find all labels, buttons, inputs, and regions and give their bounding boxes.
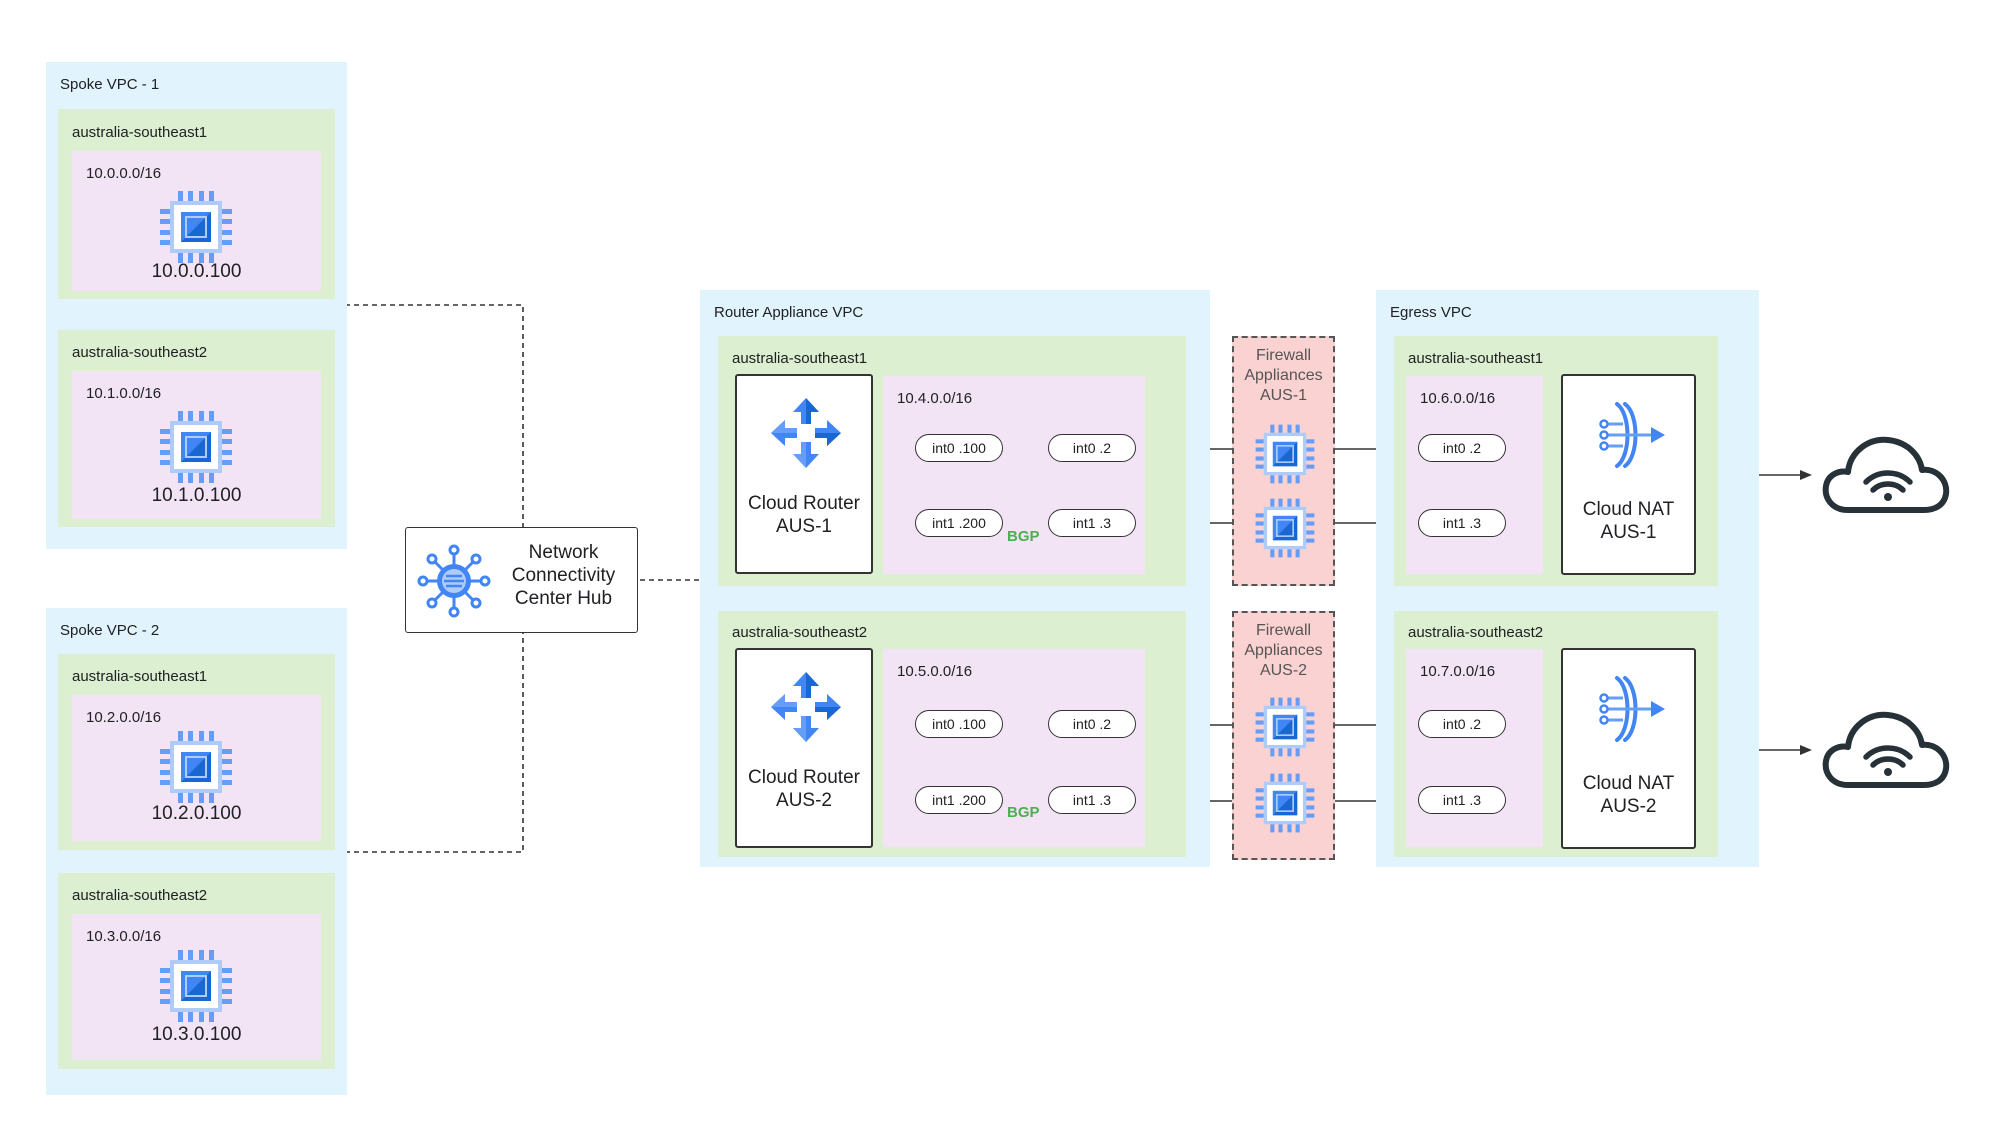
interface-pill[interactable]: int1 .3 [1048, 509, 1136, 537]
subnet: 10.0.0.0/16 10.0.0.100 [72, 151, 321, 291]
spoke-vpc-2: Spoke VPC - 2 australia-southeast1 10.2.… [46, 608, 347, 1095]
cloud-nat-icon [1598, 676, 1667, 742]
compute-engine-icon [159, 730, 233, 804]
hub-label-line3: Center Hub [514, 588, 613, 609]
nat-label-line1: Cloud NAT [1582, 773, 1675, 794]
firewall-label-line3: AUS-2 [1259, 662, 1308, 679]
firewall-vm-icon [1254, 696, 1316, 758]
subnet-cidr: 10.4.0.0/16 [897, 390, 973, 407]
cloud-nat-aus-2[interactable]: Cloud NAT AUS-2 [1561, 648, 1696, 849]
interface-pill[interactable]: int1 .200 [915, 509, 1003, 537]
region-label: australia-southeast1 [72, 668, 208, 685]
interface-pill[interactable]: int1 .200 [915, 786, 1003, 814]
region-australia-southeast2: australia-southeast2 10.3.0.0/16 10.3.0.… [58, 873, 335, 1069]
cloud-router-aus-2[interactable]: Cloud Router AUS-2 [735, 648, 873, 848]
internet-cloud-icon [1818, 705, 1954, 795]
compute-engine-icon [159, 949, 233, 1023]
interface-pill[interactable]: int0 .2 [1418, 434, 1506, 462]
subnet: 10.6.0.0/16 [1406, 376, 1543, 574]
hub-label-line1: Network [528, 542, 599, 563]
region-label: australia-southeast1 [72, 124, 208, 141]
firewall-appliances-aus-1[interactable]: Firewall Appliances AUS-1 [1232, 336, 1335, 586]
subnet-cidr: 10.5.0.0/16 [897, 663, 973, 680]
internet-cloud-icon [1818, 430, 1954, 520]
interface-pill[interactable]: int1 .3 [1418, 509, 1506, 537]
spoke2-to-hub-link [345, 633, 524, 853]
ncc-hub[interactable]: Network Connectivity Center Hub [405, 527, 638, 633]
vpc-title: Router Appliance VPC [714, 304, 864, 321]
cloud-router-aus-1[interactable]: Cloud Router AUS-1 [735, 374, 873, 574]
region-australia-southeast2: australia-southeast2 10.1.0.0/16 10.1.0.… [58, 330, 335, 527]
interface-pill[interactable]: int0 .100 [915, 710, 1003, 738]
vpc-title: Egress VPC [1390, 304, 1472, 321]
region-australia-southeast1: australia-southeast1 10.0.0.0/16 10.0.0.… [58, 109, 335, 299]
vm-ip: 10.1.0.100 [151, 485, 242, 506]
cloud-nat-icon [1598, 402, 1667, 468]
firewall-label-line2: Appliances [1244, 367, 1323, 384]
subnet-cidr: 10.1.0.0/16 [86, 385, 162, 402]
region-label: australia-southeast2 [732, 624, 868, 641]
router-label-line2: AUS-1 [776, 516, 832, 537]
nat-label-line2: AUS-1 [1600, 522, 1657, 543]
interface-pill[interactable]: int0 .2 [1048, 434, 1136, 462]
router-label-line2: AUS-2 [776, 790, 832, 811]
interface-pill[interactable]: int1 .3 [1048, 786, 1136, 814]
subnet: 10.3.0.0/16 10.3.0.100 [72, 914, 321, 1060]
spoke1-to-hub-link [345, 304, 524, 527]
firewall-vm-icon [1254, 772, 1316, 834]
subnet-cidr: 10.2.0.0/16 [86, 709, 162, 726]
firewall-appliances-aus-2[interactable]: Firewall Appliances AUS-2 [1232, 611, 1335, 860]
vm-ip: 10.2.0.100 [151, 803, 242, 824]
subnet: 10.4.0.0/16 [883, 376, 1145, 574]
compute-engine-icon [159, 410, 233, 484]
firewall-vm-icon [1254, 423, 1316, 485]
subnet-cidr: 10.6.0.0/16 [1420, 390, 1496, 407]
interface-pill[interactable]: int0 .2 [1418, 710, 1506, 738]
router-label-line1: Cloud Router [748, 493, 860, 514]
subnet-cidr: 10.0.0.0/16 [86, 165, 162, 182]
subnet-cidr: 10.7.0.0/16 [1420, 663, 1496, 680]
cloud-router-icon [771, 672, 841, 742]
subnet: 10.5.0.0/16 [883, 649, 1145, 847]
region-label: australia-southeast2 [72, 344, 208, 361]
hub-label-line2: Connectivity [511, 565, 616, 586]
region-australia-southeast1: australia-southeast1 10.2.0.0/16 10.2.0.… [58, 654, 335, 850]
bgp-label: BGP [1007, 804, 1040, 821]
nat-label-line2: AUS-2 [1600, 796, 1657, 817]
region-label: australia-southeast2 [1408, 624, 1544, 641]
vm-ip: 10.0.0.100 [151, 261, 242, 282]
firewall-label-line1: Firewall [1255, 347, 1312, 364]
vpc-title: Spoke VPC - 1 [60, 76, 160, 93]
router-label-line1: Cloud Router [748, 767, 860, 788]
interface-pill[interactable]: int0 .2 [1048, 710, 1136, 738]
vm-ip: 10.3.0.100 [151, 1024, 242, 1045]
spoke-vpc-1: Spoke VPC - 1 australia-southeast1 10.0.… [46, 62, 347, 549]
vpc-title: Spoke VPC - 2 [60, 622, 160, 639]
firewall-label-line1: Firewall [1255, 622, 1312, 639]
interface-pill[interactable]: int1 .3 [1418, 786, 1506, 814]
ncc-hub-icon [417, 544, 491, 618]
interface-pill[interactable]: int0 .100 [915, 434, 1003, 462]
region-label: australia-southeast2 [72, 887, 208, 904]
region-label: australia-southeast1 [1408, 350, 1544, 367]
firewall-label-line2: Appliances [1244, 642, 1323, 659]
bgp-label: BGP [1007, 528, 1040, 545]
region-label: australia-southeast1 [732, 350, 868, 367]
subnet-cidr: 10.3.0.0/16 [86, 928, 162, 945]
nat-label-line1: Cloud NAT [1582, 499, 1675, 520]
subnet: 10.1.0.0/16 10.1.0.100 [72, 371, 321, 519]
firewall-vm-icon [1254, 497, 1316, 559]
firewall-label-line3: AUS-1 [1259, 387, 1308, 404]
compute-engine-icon [159, 190, 233, 264]
cloud-router-icon [771, 398, 841, 468]
subnet: 10.7.0.0/16 [1406, 649, 1543, 847]
cloud-nat-aus-1[interactable]: Cloud NAT AUS-1 [1561, 374, 1696, 575]
subnet: 10.2.0.0/16 10.2.0.100 [72, 695, 321, 841]
